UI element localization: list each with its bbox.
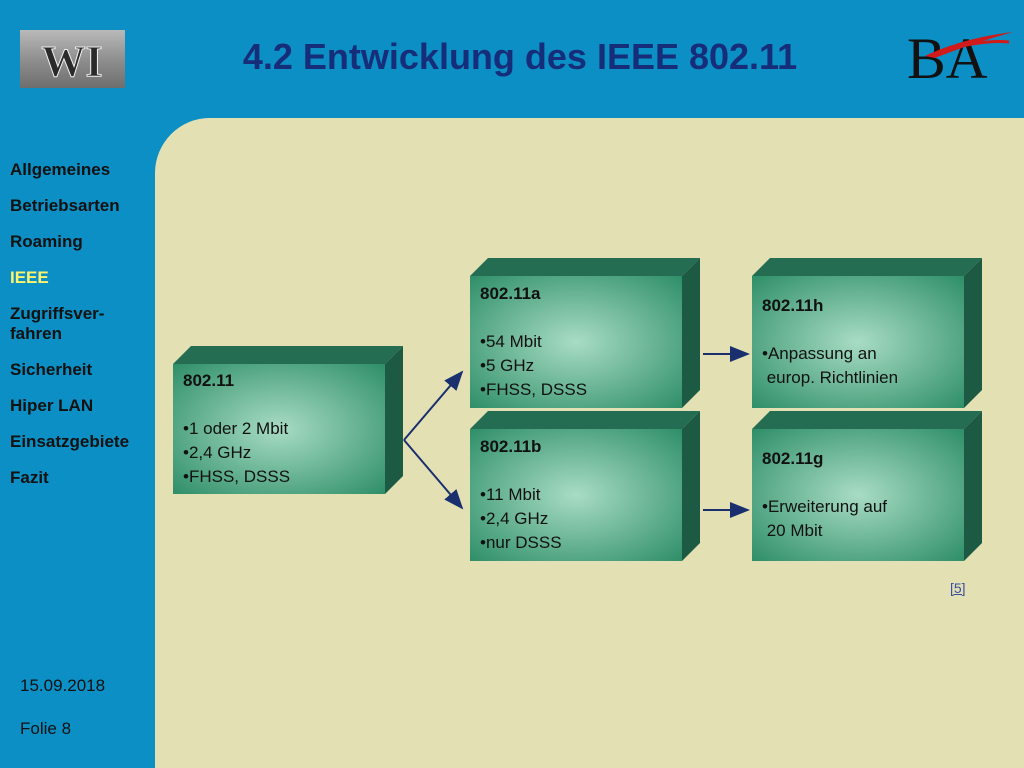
box-side-face: [385, 346, 403, 494]
box-text: 802.11h •Anpassung an europ. Richtlinien: [762, 294, 898, 390]
footer-slide-number: Folie 8: [20, 719, 72, 738]
sidebar-item-fazit[interactable]: Fazit: [10, 468, 49, 487]
box-title: 802.11: [183, 371, 235, 390]
box-line: •2,4 GHz: [480, 509, 549, 528]
box-shape: [173, 346, 403, 494]
box-line: •FHSS, DSSS: [480, 380, 588, 399]
box-802-11: 802.11 •1 oder 2 Mbit •2,4 GHz •FHSS, DSSS: [173, 346, 403, 494]
svg-text:WI: WI: [41, 37, 102, 86]
sidebar-item-zugriffsverfahren[interactable]: Zugriffsver- fahren: [10, 304, 105, 343]
box-title: 802.11h: [762, 296, 824, 315]
box-802-11h: 802.11h •Anpassung an europ. Richtlinien: [752, 258, 982, 408]
box-front-face: [470, 429, 682, 561]
box-side-face: [682, 258, 700, 408]
box-text: 802.11a •54 Mbit •5 GHz •FHSS, DSSS: [480, 282, 587, 402]
box-text: 802.11g •Erweiterung auf 20 Mbit: [762, 447, 887, 543]
box-top-face: [470, 258, 700, 276]
sidebar-item-sicherheit[interactable]: Sicherheit: [10, 360, 93, 379]
box-side-face: [964, 258, 982, 408]
sidebar-nav: Allgemeines Betriebsarten Roaming IEEE Z…: [10, 160, 129, 504]
box-line: •5 GHz: [480, 356, 535, 375]
sidebar-item-ieee[interactable]: IEEE: [10, 268, 49, 287]
box-top-face: [752, 258, 982, 276]
svg-text:BA: BA: [907, 26, 988, 84]
box-line: 20 Mbit: [762, 521, 823, 540]
box-line: •FHSS, DSSS: [183, 467, 291, 486]
box-line: •1 oder 2 Mbit: [183, 419, 289, 438]
box-front-face: [752, 276, 964, 408]
reference-link[interactable]: [5]: [950, 580, 966, 596]
box-side-face: [682, 411, 700, 561]
box-title: 802.11a: [480, 284, 541, 303]
ba-logo: BA: [905, 22, 1015, 91]
page-title: 4.2 Entwicklung des IEEE 802.11: [242, 36, 798, 77]
sidebar-item-allgemeines[interactable]: Allgemeines: [10, 160, 111, 179]
sidebar-item-betriebsarten[interactable]: Betriebsarten: [10, 196, 120, 215]
box-title: 802.11g: [762, 449, 824, 468]
sidebar-item-roaming[interactable]: Roaming: [10, 232, 83, 251]
box-line: •Anpassung an: [762, 344, 877, 363]
box-802-11b: 802.11b •11 Mbit •2,4 GHz •nur DSSS: [470, 411, 700, 561]
box-802-11a: 802.11a •54 Mbit •5 GHz •FHSS, DSSS: [470, 258, 700, 408]
sidebar-item-hiper-lan[interactable]: Hiper LAN: [10, 396, 94, 415]
wi-logo: WI: [20, 30, 125, 88]
box-text: 802.11b •11 Mbit •2,4 GHz •nur DSSS: [480, 435, 562, 555]
box-front-face: [470, 276, 682, 408]
box-top-face: [173, 346, 403, 364]
box-shape: [752, 411, 982, 561]
box-line: •11 Mbit: [480, 485, 541, 504]
box-front-face: [173, 364, 385, 494]
footer-date: 15.09.2018: [20, 676, 106, 695]
box-top-face: [470, 411, 700, 429]
box-shape: [470, 411, 700, 561]
box-shape: [752, 258, 982, 408]
box-line: •Erweiterung auf: [762, 497, 888, 516]
box-title: 802.11b: [480, 437, 542, 456]
box-line: europ. Richtlinien: [762, 368, 899, 387]
box-top-face: [752, 411, 982, 429]
box-side-face: [964, 411, 982, 561]
box-shape: [470, 258, 700, 408]
sidebar-item-einsatzgebiete[interactable]: Einsatzgebiete: [10, 432, 130, 451]
box-line: •nur DSSS: [480, 533, 562, 552]
box-802-11g: 802.11g •Erweiterung auf 20 Mbit: [752, 411, 982, 561]
box-line: •2,4 GHz: [183, 443, 252, 462]
box-line: •54 Mbit: [480, 332, 542, 351]
box-text: 802.11 •1 oder 2 Mbit •2,4 GHz •FHSS, DSSS: [183, 369, 290, 489]
box-front-face: [752, 429, 964, 561]
